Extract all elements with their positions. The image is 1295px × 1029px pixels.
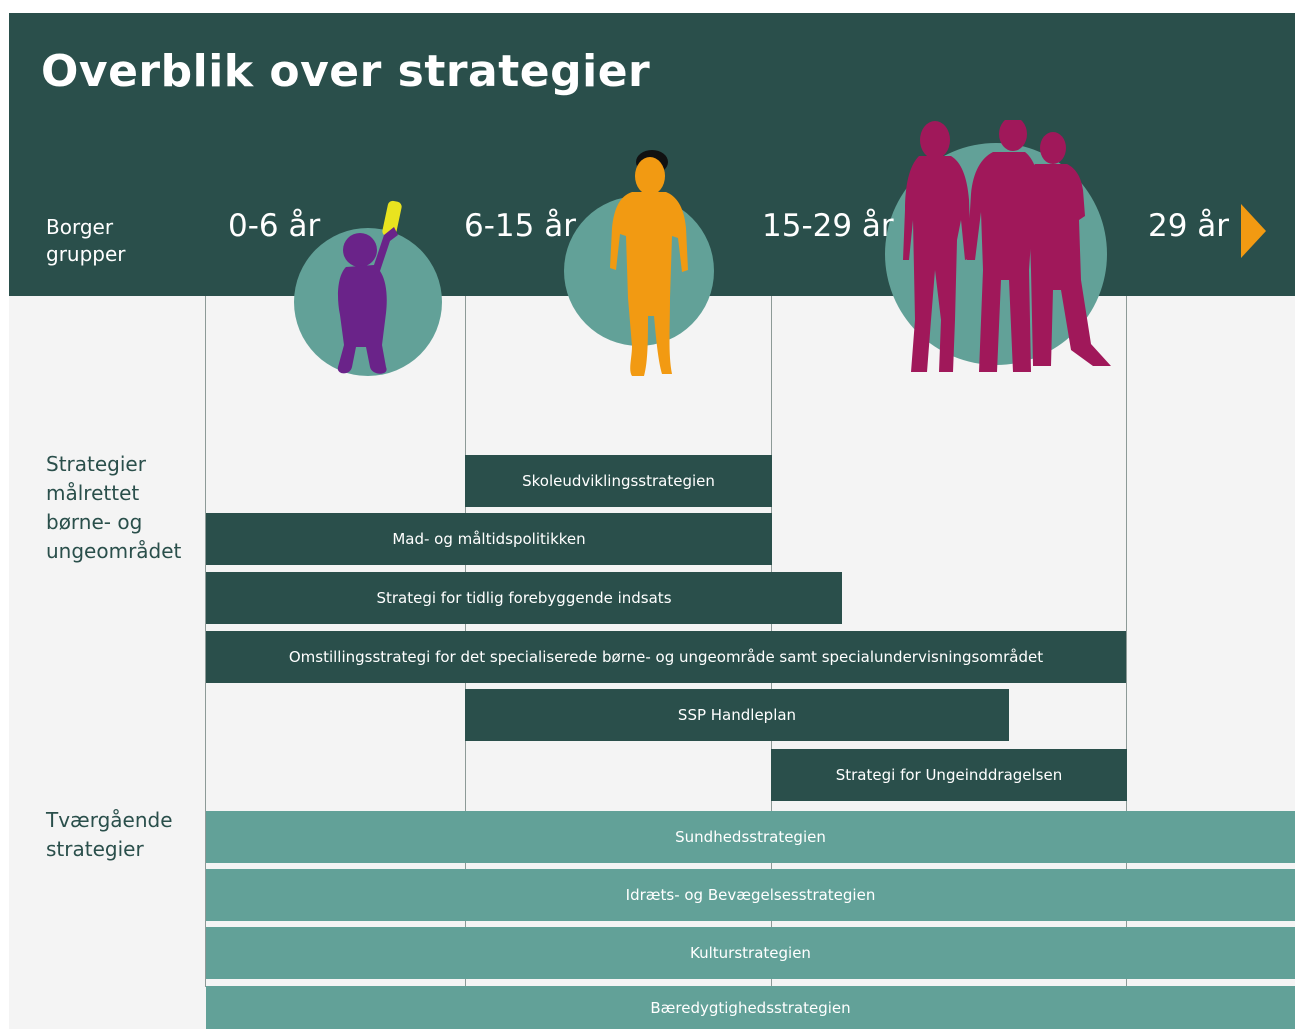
- strategy-bar-ungeinddragelse: Strategi for Ungeinddragelsen: [771, 749, 1127, 801]
- age-label-29: 29 år: [1148, 208, 1230, 244]
- divider-line: [1126, 296, 1127, 987]
- strategy-bar-idraet: Idræts- og Bevægelsesstrategien: [206, 869, 1295, 921]
- youth-group-figure-icon: [885, 120, 1111, 372]
- strategy-bar-sundhed: Sundhedsstrategien: [206, 811, 1295, 863]
- strategy-bar-tidlig-forebyggende: Strategi for tidlig forebyggende indsats: [206, 572, 842, 624]
- divider-line: [205, 296, 206, 987]
- strategy-bar-omstilling: Omstillingsstrategi for det specialisere…: [206, 631, 1126, 683]
- toddler-figure-icon: [294, 200, 442, 376]
- strategy-bar-skoleudvikling: Skoleudviklingsstrategien: [465, 455, 772, 507]
- strategy-bar-baeredygtighed: Bæredygtighedsstrategien: [206, 986, 1295, 1029]
- child-figure-icon: [564, 150, 714, 376]
- citizen-groups-label: Borger grupper: [46, 215, 126, 266]
- section-label-cross: Tværgående strategier: [46, 808, 173, 861]
- age-label-15-29: 15-29 år: [762, 208, 894, 244]
- age-label-6-15: 6-15 år: [464, 208, 576, 244]
- strategy-bar-mad-maaltid: Mad- og måltidspolitikken: [206, 513, 772, 565]
- arrow-right-icon: [1241, 204, 1266, 258]
- strategy-bar-kultur: Kulturstrategien: [206, 927, 1295, 979]
- strategy-bar-ssp: SSP Handleplan: [465, 689, 1009, 741]
- page-title: Overblik over strategier: [41, 46, 651, 97]
- age-label-0-6: 0-6 år: [228, 208, 321, 244]
- section-label-targeted: Strategier målrettet børne- og ungeområd…: [46, 452, 182, 563]
